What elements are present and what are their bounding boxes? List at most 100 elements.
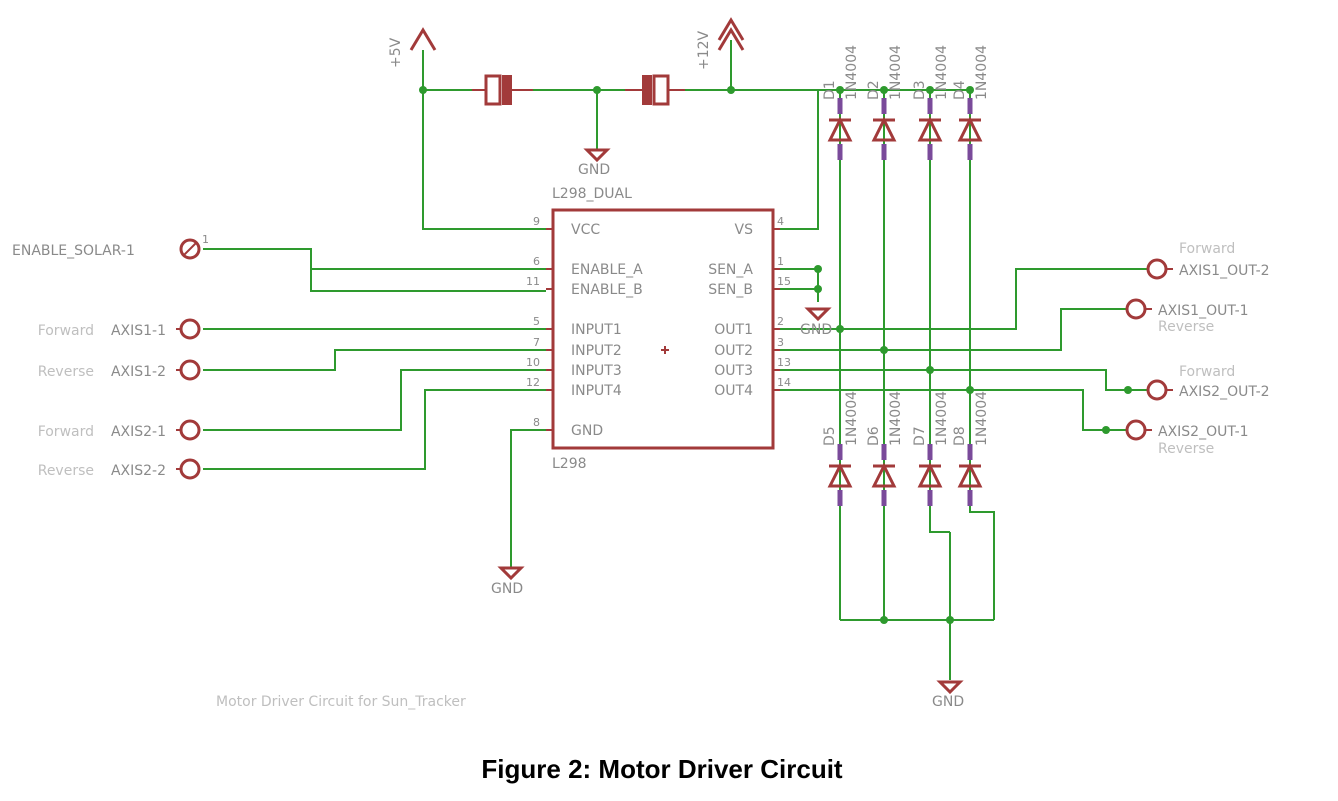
connector-left-prefix: Reverse (38, 463, 94, 479)
ic-pin-number: 1 (777, 255, 784, 268)
ic-pin-number: 12 (526, 376, 540, 389)
gnd-label: GND (578, 162, 610, 178)
ic-pin-name: OUT3 (714, 363, 753, 379)
ic-pin-number: 5 (533, 315, 540, 328)
diode-ref: D8 (952, 426, 968, 446)
connector-enable-solar-label: ENABLE_SOLAR-1 (12, 243, 135, 259)
diode-value: 1N4004 (844, 391, 860, 446)
supply-5v-label: +5V (388, 37, 404, 68)
ic-pin-name: OUT2 (714, 343, 753, 359)
diode-ref: D7 (912, 426, 928, 446)
connector-left-name: AXIS1-2 (111, 364, 166, 380)
ic-pin-number: 7 (533, 336, 540, 349)
ic-pin-number: 8 (533, 416, 540, 429)
diode-d3: D3 1N4004 (912, 45, 950, 160)
supply-5v-arrow: +5V (388, 27, 437, 68)
connector-right-name: AXIS1_OUT-2 (1179, 263, 1270, 279)
diode-ref: D5 (822, 426, 838, 446)
connector-left-prefix: Forward (38, 424, 94, 440)
connector-right-name: AXIS1_OUT-1 (1158, 303, 1249, 319)
ic-pin-number: 11 (526, 275, 540, 288)
diode-value: 1N4004 (888, 45, 904, 100)
wires (203, 40, 1148, 680)
ic-pin-name: SEN_B (708, 282, 753, 298)
diode-ref: D6 (866, 426, 882, 446)
ic-pin-number: 6 (533, 255, 540, 268)
ic-name: L298_DUAL (552, 186, 632, 202)
ic-pin-name: ENABLE_B (571, 282, 643, 298)
connectors-left: AXIS1-1ForwardAXIS1-2ReverseAXIS2-1Forwa… (38, 318, 201, 480)
connector-left-name: AXIS2-1 (111, 424, 166, 440)
diode-d5: D5 1N4004 (822, 391, 860, 506)
connector-enable-solar-pin: 1 (202, 233, 209, 246)
diode-value: 1N4004 (934, 45, 950, 100)
ic-pin-name: OUT1 (714, 322, 753, 338)
diode-value: 1N4004 (888, 391, 904, 446)
connector-left-prefix: Forward (38, 323, 94, 339)
ic-pin-number: 9 (533, 215, 540, 228)
connector-right: AXIS1_OUT-2 Forward (1146, 241, 1270, 280)
connector-left: AXIS2-2 Reverse (38, 458, 201, 480)
ic-pin-name: SEN_A (708, 262, 753, 278)
diode-d7: D7 1N4004 (912, 391, 950, 506)
ic-pin-name: INPUT2 (571, 343, 622, 359)
ic-pin-number: 2 (777, 315, 784, 328)
connector-left: AXIS2-1 Forward (38, 419, 201, 441)
ic-pin-number: 13 (777, 356, 791, 369)
connector-left-name: AXIS2-2 (111, 463, 166, 479)
diode-ref: D3 (912, 80, 928, 100)
capacitor-c1 (472, 74, 533, 106)
connector-left: AXIS1-1 Forward (38, 318, 201, 340)
gnd-label: GND (491, 581, 523, 597)
figure-caption: Figure 2: Motor Driver Circuit (481, 754, 842, 784)
ic-value: L298 (552, 456, 587, 472)
diode-ref: D1 (822, 80, 838, 100)
connector-right: AXIS2_OUT-2 Forward (1146, 364, 1270, 401)
gnd-symbol-sense: GND (800, 307, 832, 338)
diode-d2: D2 1N4004 (866, 45, 904, 160)
connectors-right: AXIS1_OUT-2ForwardAXIS1_OUT-1ReverseAXIS… (1125, 241, 1270, 457)
ic-pin-name: INPUT3 (571, 363, 622, 379)
capacitor-c2 (625, 74, 685, 106)
connector-enable-solar: ENABLE_SOLAR-1 1 (12, 233, 209, 260)
diode-ref: D4 (952, 80, 968, 100)
diode-ref: D2 (866, 80, 882, 100)
ic-pin-number: 10 (526, 356, 540, 369)
gnd-label: GND (932, 694, 964, 710)
ic-pin-name: VCC (571, 222, 600, 238)
diode-value: 1N4004 (934, 391, 950, 446)
supply-12v-arrow: +12V (696, 17, 745, 70)
gnd-symbol-diodes: GND (932, 680, 964, 710)
junctions (419, 86, 1132, 624)
supply-12v-label: +12V (696, 30, 712, 70)
gnd-label: GND (800, 322, 832, 338)
diode-d6: D6 1N4004 (866, 391, 904, 506)
sheet-title: Motor Driver Circuit for Sun_Tracker (216, 694, 466, 710)
connector-left-name: AXIS1-1 (111, 323, 166, 339)
ic-pin-name: INPUT1 (571, 322, 622, 338)
connector-right-name: AXIS2_OUT-2 (1179, 384, 1270, 400)
ic-pin-number: 15 (777, 275, 791, 288)
ic-pin-name: ENABLE_A (571, 262, 643, 278)
ic-pin-name: VS (735, 222, 754, 238)
connector-right-note: Forward (1179, 364, 1235, 380)
connector-right-name: AXIS2_OUT-1 (1158, 424, 1249, 440)
ic-pin-number: 4 (777, 215, 784, 228)
connector-right-note: Reverse (1158, 319, 1214, 335)
ic-pin-name: INPUT4 (571, 383, 622, 399)
ic-pin-name: GND (571, 423, 603, 439)
connector-right-note: Forward (1179, 241, 1235, 257)
diode-d4: D4 1N4004 (952, 45, 990, 160)
diode-value: 1N4004 (974, 45, 990, 100)
connector-right-note: Reverse (1158, 441, 1214, 457)
